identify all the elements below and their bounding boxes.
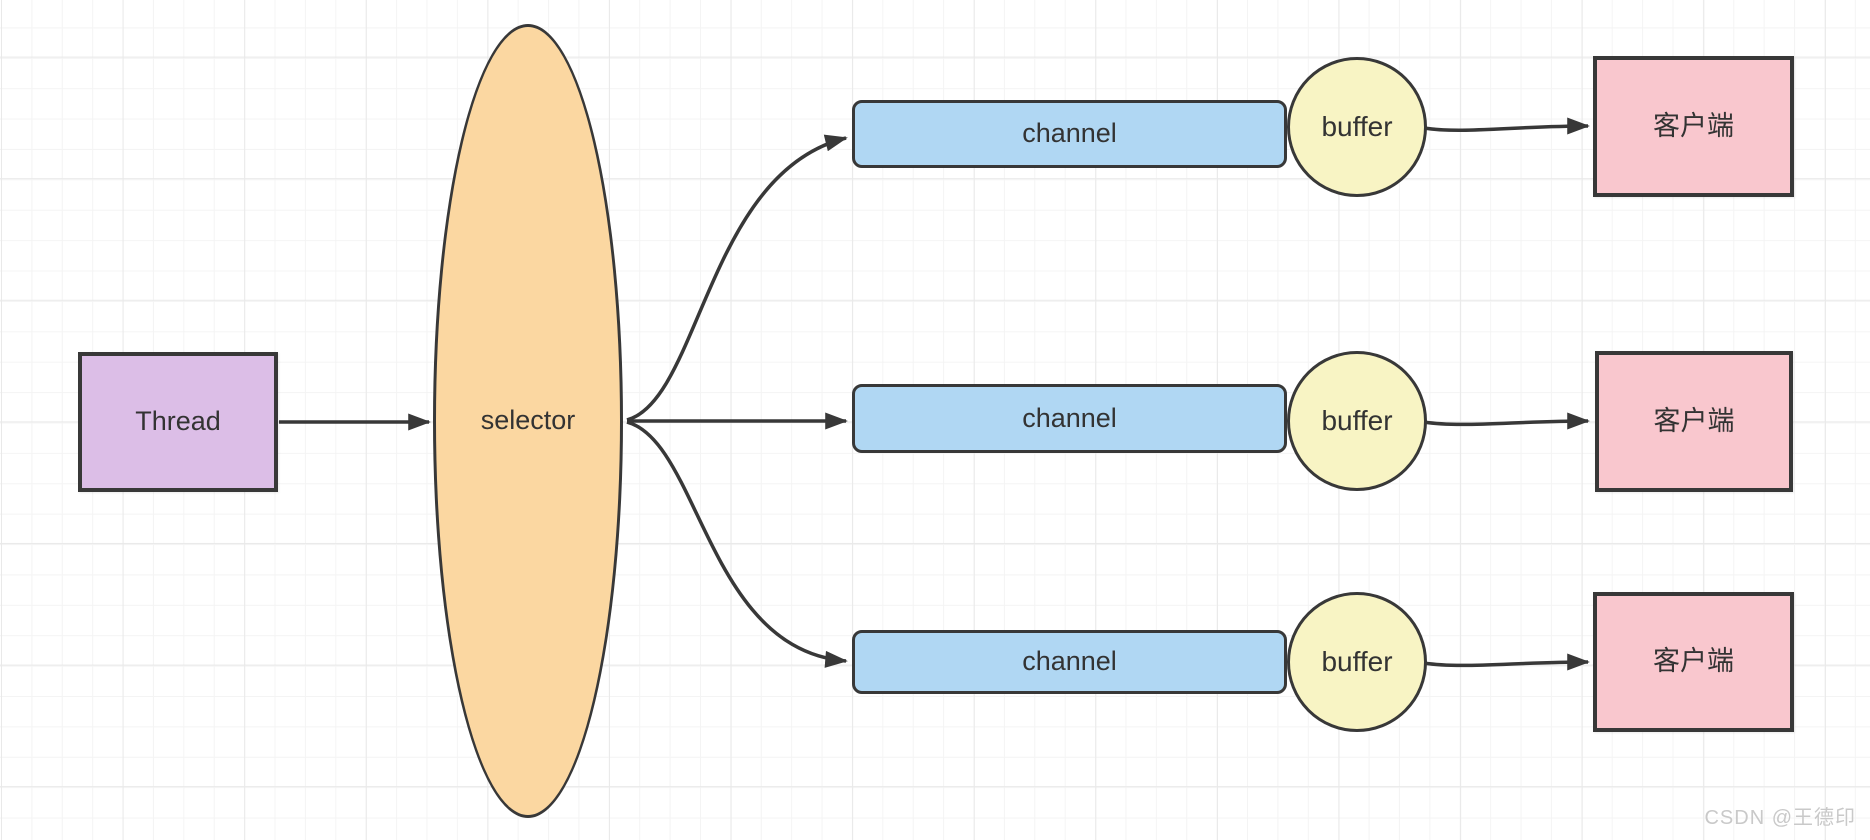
channel-label: channel — [1022, 646, 1117, 677]
buffer-label: buffer — [1321, 110, 1393, 142]
selector-node: selector — [433, 24, 623, 818]
watermark: CSDN @王德印 — [1704, 807, 1856, 829]
buffer-node-3: buffer — [1287, 592, 1427, 732]
selector-label: selector — [480, 405, 576, 436]
client-label: 客户端 — [1653, 646, 1734, 677]
arrow-buffer-to-client-3 — [1423, 653, 1590, 671]
channel-node-2: channel — [852, 384, 1287, 453]
buffer-label: buffer — [1321, 404, 1393, 436]
client-node-1: 客户端 — [1593, 56, 1794, 197]
arrow-buffer-to-client-1 — [1423, 117, 1590, 135]
channel-label: channel — [1022, 402, 1117, 433]
client-label: 客户端 — [1653, 405, 1735, 436]
client-node-3: 客户端 — [1593, 592, 1794, 732]
client-label: 客户端 — [1653, 110, 1734, 141]
arrow-buffer-to-client-2 — [1423, 412, 1590, 430]
channel-label: channel — [1022, 118, 1117, 149]
arrow-selector-to-channel-1 — [626, 134, 848, 422]
client-node-2: 客户端 — [1595, 351, 1793, 492]
channel-node-1: channel — [852, 100, 1287, 168]
buffer-label: buffer — [1321, 645, 1393, 677]
thread-node: Thread — [78, 352, 278, 492]
buffer-node-1: buffer — [1287, 57, 1427, 197]
buffer-node-2: buffer — [1287, 351, 1427, 491]
arrow-selector-to-channel-3 — [626, 420, 848, 668]
thread-label: Thread — [135, 406, 221, 437]
channel-node-3: channel — [852, 630, 1287, 694]
